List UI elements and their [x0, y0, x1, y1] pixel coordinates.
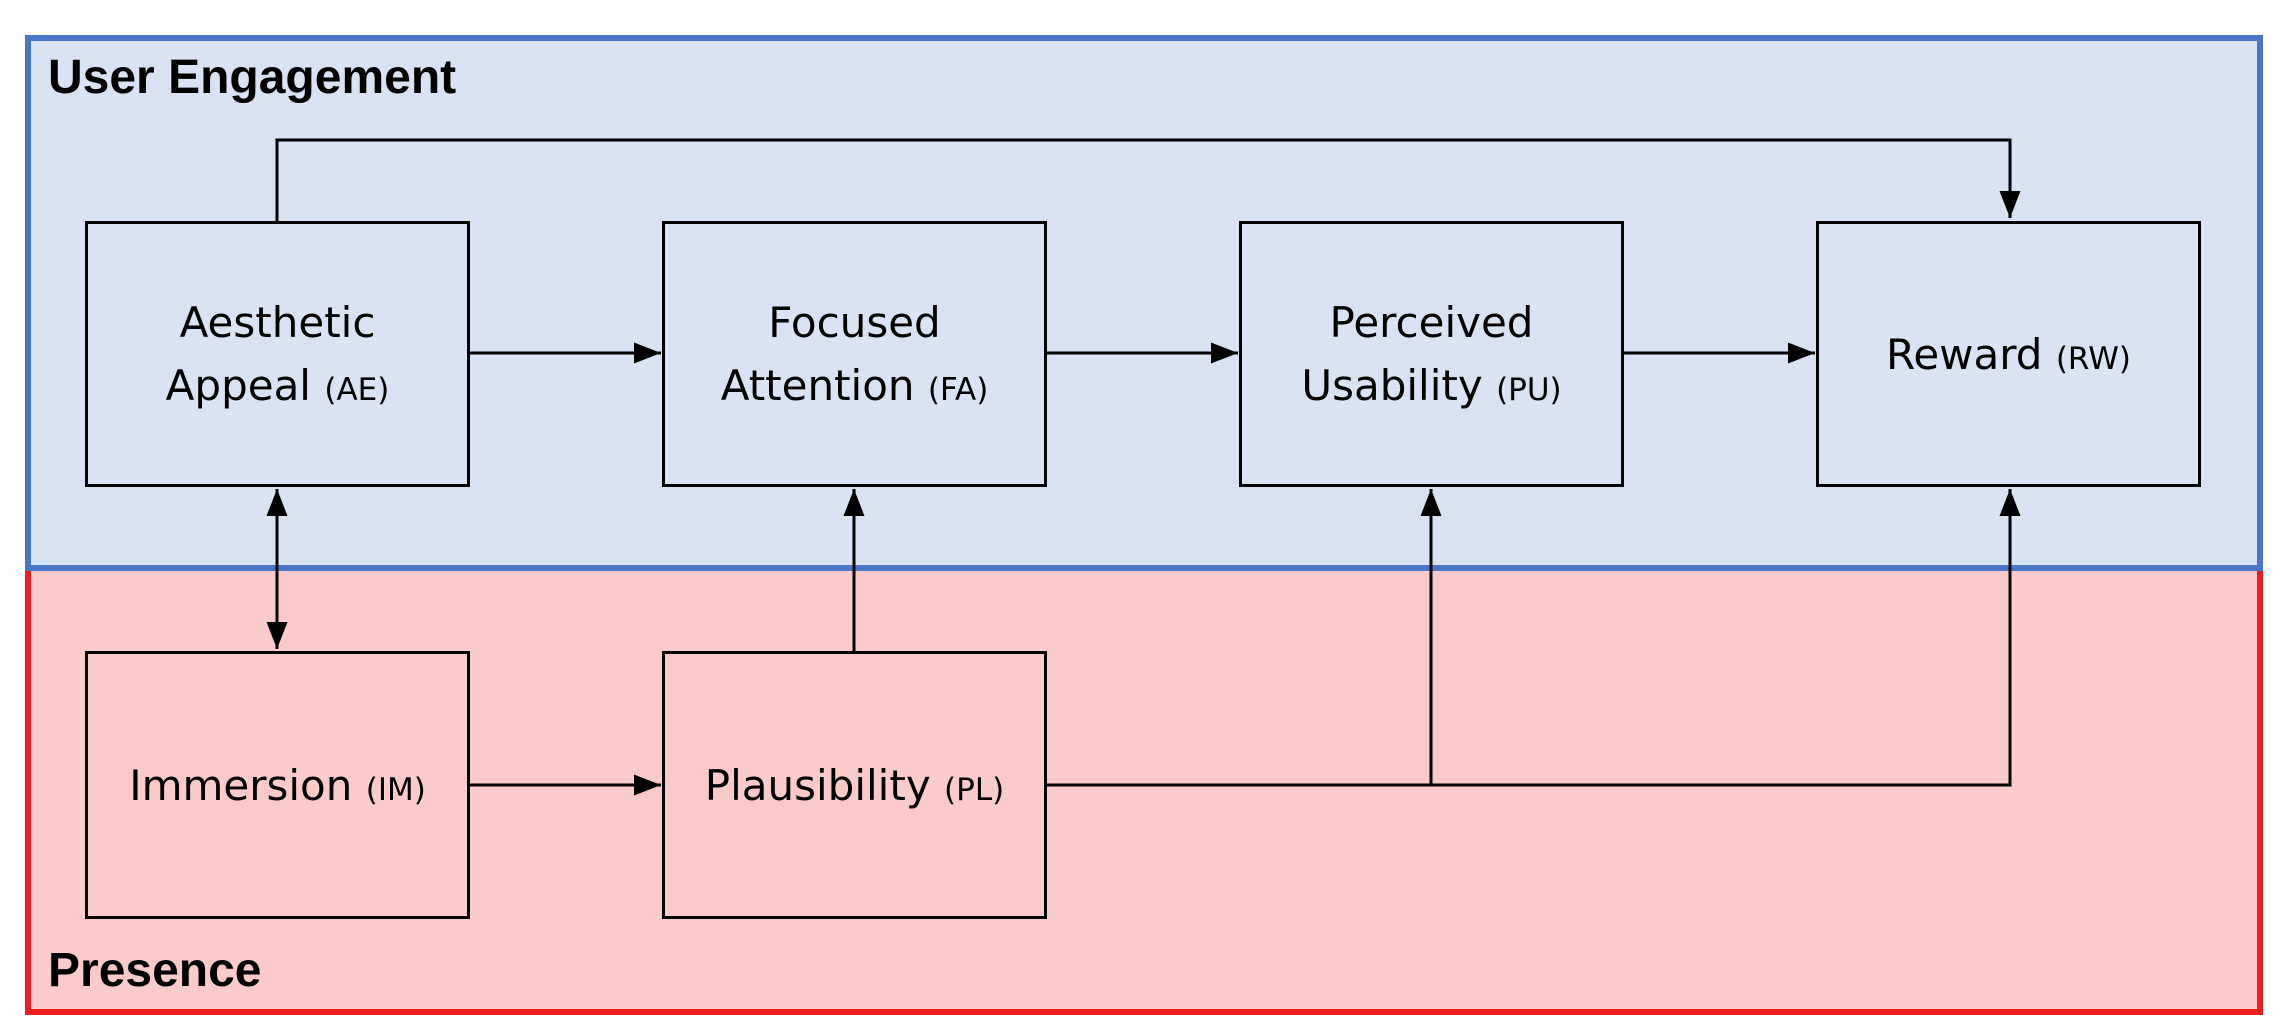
node-focused-attention: Focused Attention (FA) [662, 221, 1047, 487]
user-engagement-title: User Engagement [48, 51, 457, 104]
node-reward: Reward (RW) [1816, 221, 2201, 487]
presence-title: Presence [48, 944, 262, 997]
node-reward-label: Reward [1886, 329, 2043, 379]
edge-ae-to-rw [275, 138, 2021, 221]
node-plausibility: Plausibility (PL) [662, 651, 1047, 919]
node-perceived-usability-line2: Usability [1301, 361, 1483, 410]
node-plausibility-abbr: (PL) [944, 771, 1005, 808]
node-focused-attention-line1: Focused [768, 298, 941, 347]
edge-pl-to-pu [1047, 489, 1442, 787]
node-aesthetic-appeal-line2: Appeal [165, 361, 311, 410]
node-plausibility-label: Plausibility [704, 760, 931, 810]
edge-pl-to-rw [1431, 489, 2021, 787]
node-immersion: Immersion (IM) [85, 651, 470, 919]
node-focused-attention-abbr: (FA) [927, 372, 989, 408]
node-immersion-label: Immersion [129, 760, 353, 810]
node-aesthetic-appeal: Aesthetic Appeal (AE) [85, 221, 470, 487]
node-aesthetic-appeal-abbr: (AE) [324, 372, 390, 408]
node-perceived-usability: Perceived Usability (PU) [1239, 221, 1624, 487]
node-perceived-usability-abbr: (PU) [1496, 372, 1562, 408]
node-immersion-abbr: (IM) [365, 771, 426, 808]
node-reward-abbr: (RW) [2055, 340, 2131, 377]
node-focused-attention-line2: Attention [720, 361, 915, 410]
node-aesthetic-appeal-line1: Aesthetic [179, 298, 376, 347]
node-perceived-usability-line1: Perceived [1329, 298, 1534, 347]
